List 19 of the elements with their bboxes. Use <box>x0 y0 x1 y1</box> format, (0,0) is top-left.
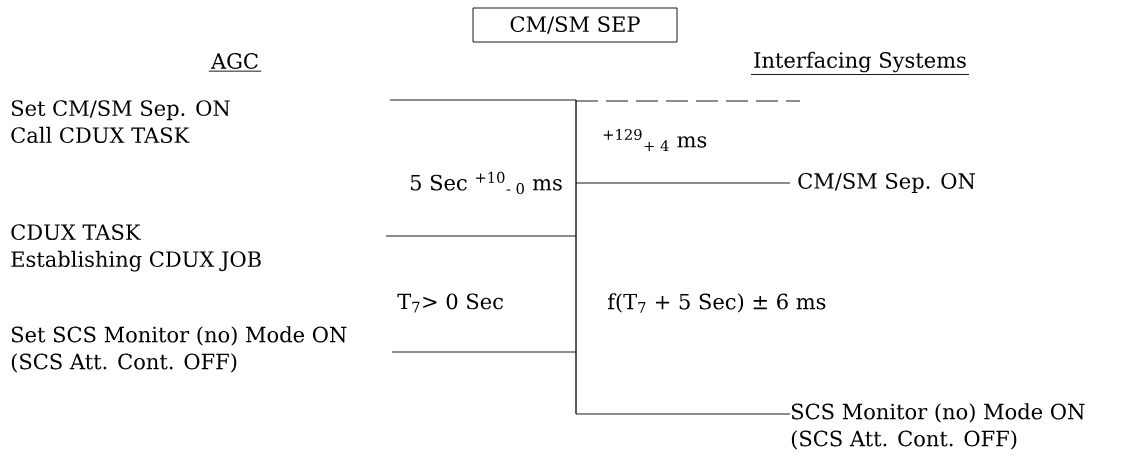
column-heading: AGC <box>208 53 262 72</box>
timing-label: +129$_{+ 4}$ ms <box>603 128 707 152</box>
column-heading: Interfacing Systems <box>750 51 970 75</box>
event-text: SCS Monitor (no) Mode ON (SCS Att. Cont. OFF) <box>791 403 1085 450</box>
connector-line <box>575 413 791 415</box>
timeline-bar <box>575 100 577 414</box>
connector-line <box>389 99 577 101</box>
connector-line <box>575 182 791 184</box>
title-box: CM/SM SEP <box>472 7 678 43</box>
event-text: CDUX TASK Establishing CDUX JOB <box>11 224 261 272</box>
timing-label: T$_{7}$> 0 Sec <box>397 293 503 313</box>
event-text: Set CM/SM Sep. ON Call CDUX TASK <box>11 100 230 144</box>
connector-line <box>385 235 577 237</box>
connector-line <box>575 100 801 102</box>
event-text: Set SCS Monitor (no) Mode ON (SCS Att. Cont. OFF) <box>11 326 347 373</box>
timing-label: 5 Sec $^{+10}$$_{- 0}$ ms <box>410 171 562 195</box>
event-text: CM/SM Sep. ON <box>798 173 975 193</box>
timing-label: f(T$_{7}$ + 5 Sec) ± 6 ms <box>607 293 826 313</box>
connector-line <box>391 351 577 353</box>
